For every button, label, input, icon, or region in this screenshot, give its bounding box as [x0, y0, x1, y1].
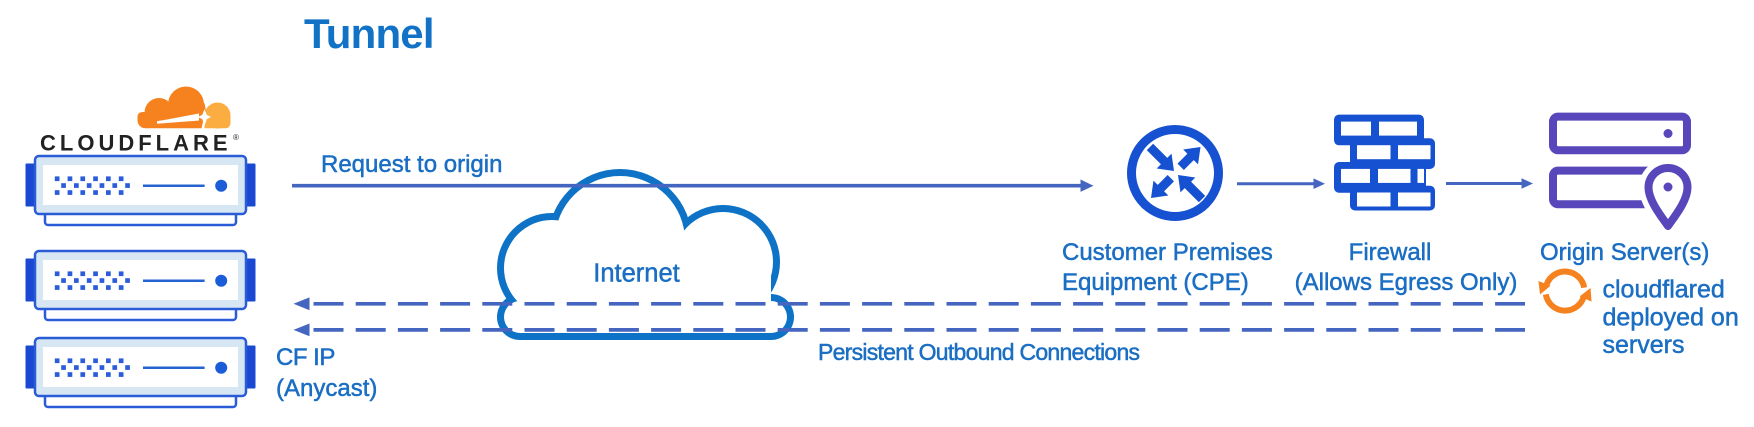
svg-text:®: ® [233, 133, 239, 142]
svg-text:(Allows Egress Only): (Allows Egress Only) [1295, 269, 1518, 296]
svg-text:Customer Premises: Customer Premises [1062, 239, 1273, 266]
svg-text:Origin Server(s): Origin Server(s) [1540, 239, 1709, 266]
svg-text:Equipment (CPE): Equipment (CPE) [1062, 269, 1249, 296]
svg-text:CLOUDFLARE: CLOUDFLARE [40, 131, 232, 156]
svg-text:Persistent Outbound Connection: Persistent Outbound Connections [818, 339, 1140, 365]
svg-text:cloudflared: cloudflared [1603, 276, 1725, 304]
svg-text:Internet: Internet [593, 260, 679, 288]
svg-text:Request to origin: Request to origin [321, 151, 502, 178]
svg-text:deployed on: deployed on [1603, 304, 1739, 332]
svg-text:CF IP: CF IP [276, 344, 335, 371]
svg-text:servers: servers [1603, 331, 1685, 359]
svg-text:Firewall: Firewall [1349, 239, 1432, 266]
svg-text:(Anycast): (Anycast) [276, 375, 377, 402]
svg-text:Tunnel: Tunnel [304, 10, 434, 57]
